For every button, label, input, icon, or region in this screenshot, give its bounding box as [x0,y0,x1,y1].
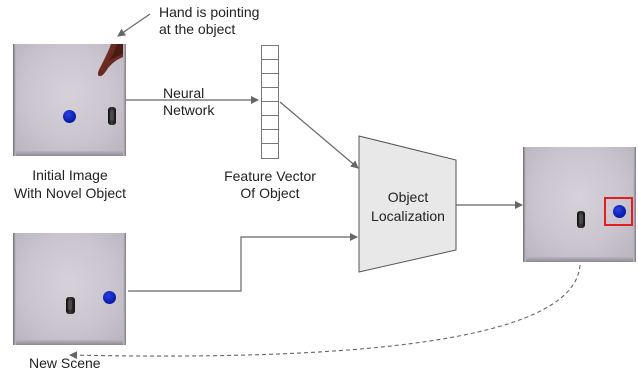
initial-image-label: Initial Image With Novel Object [13,167,127,201]
feature-vector-cell [262,46,278,60]
phone-object [66,297,75,314]
new-scene-photo [13,233,126,345]
phone-object [108,107,116,125]
feedback-dashed-arrow [69,264,581,360]
hand-note-label: Hand is pointing at the object [159,4,260,37]
result-photo [523,147,636,262]
hand-pointing [97,44,126,77]
feature-vector-cell [262,102,278,116]
object-localization-block [358,135,457,273]
feature-vector-cell [262,144,278,158]
feature-vector-cell [262,116,278,130]
blue-ball-object [103,291,116,304]
feature-vector-cell [262,74,278,88]
new-scene-label: New Scene [29,355,101,371]
fv-to-loc-arrow [279,101,359,169]
feature-vector [261,45,279,159]
feature-vector-cell [262,60,278,74]
scene-to-loc-arrow [128,233,358,292]
feature-vector-label: Feature Vector Of Object [224,168,316,201]
detection-bounding-box [604,197,633,226]
object-localization-label: Object Localization [371,189,445,224]
note-arrow [117,13,151,37]
neural-network-label: Neural Network [163,85,215,118]
feature-vector-cell [262,130,278,144]
phone-object [577,211,585,228]
blue-ball-object [613,205,626,218]
initial-image-photo [13,44,126,156]
blue-ball-object [63,110,76,123]
feature-vector-cell [262,88,278,102]
